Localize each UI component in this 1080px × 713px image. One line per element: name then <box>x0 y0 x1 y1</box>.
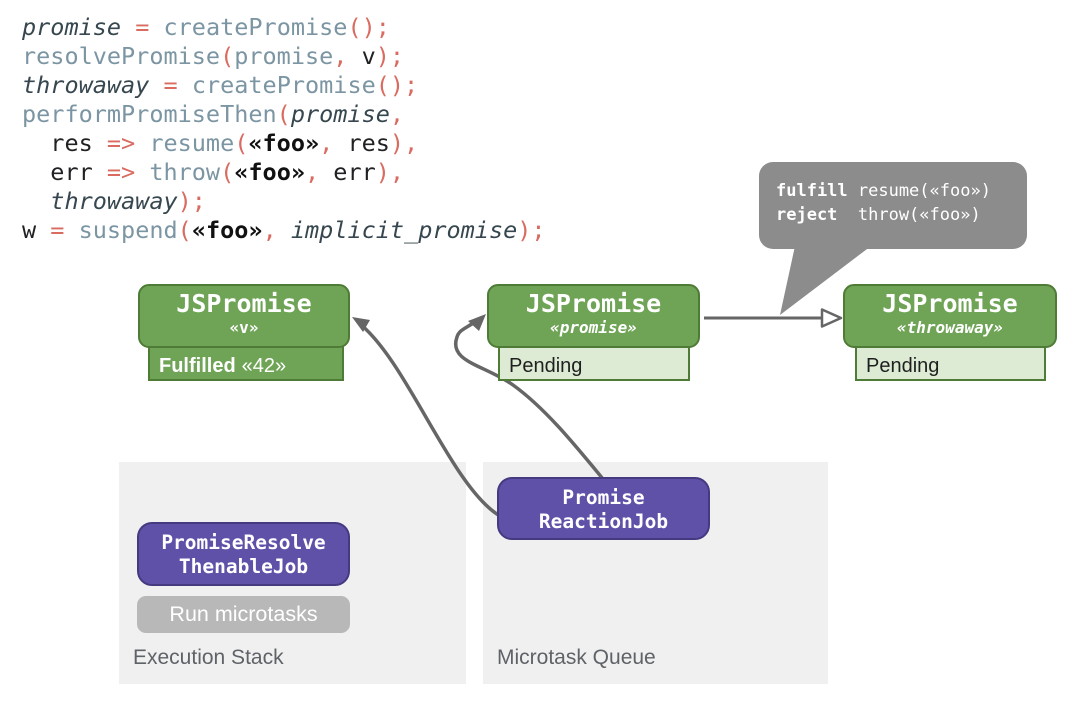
thenable-job-line1: PromiseResolve <box>161 531 326 554</box>
filled-arrowhead-icon <box>468 314 486 331</box>
microtask-queue-label: Microtask Queue <box>497 646 656 669</box>
promise-resolve-thenable-job-box: PromiseResolve ThenableJob <box>137 522 350 586</box>
reaction-job-line1: Promise <box>562 486 645 509</box>
jspromise-v-subtitle: «v» <box>229 318 259 337</box>
code-line: err => throw(«foo», err), <box>22 158 405 186</box>
bubble-fulfill-value: resume(«foo») <box>857 181 991 201</box>
filled-arrowhead-icon <box>352 317 370 332</box>
jspromise-promise-title: JSPromise <box>525 289 662 318</box>
jspromise-v-box: JSPromise «v» <box>138 284 350 348</box>
jspromise-throwaway-box: JSPromise «throwaway» <box>843 284 1057 348</box>
reaction-job-line2: ReactionJob <box>538 510 669 533</box>
code-line: resolvePromise(promise, v); <box>22 42 405 70</box>
open-arrowhead-icon <box>820 308 843 328</box>
status-bar-promise: Pending <box>498 345 690 381</box>
bubble-row-reject: reject throw(«foo») <box>776 203 1027 227</box>
bubble-reject-label: reject <box>776 205 838 225</box>
code-line: throwaway = createPromise(); <box>22 71 419 99</box>
code-snippet: promise = createPromise();resolvePromise… <box>22 13 546 245</box>
jspromise-promise-box: JSPromise «promise» <box>487 284 700 348</box>
thenable-job-line2: ThenableJob <box>178 555 309 578</box>
code-line: performPromiseThen(promise, <box>22 100 405 128</box>
status-v-value: «42» <box>241 355 287 377</box>
bubble-reject-value: throw(«foo») <box>857 205 981 225</box>
jspromise-promise-subtitle: «promise» <box>550 318 637 337</box>
status-throwaway-label: Pending <box>866 355 940 377</box>
jspromise-throwaway-subtitle: «throwaway» <box>897 318 1003 337</box>
promise-reaction-job-box: Promise ReactionJob <box>497 477 710 540</box>
status-bar-throwaway: Pending <box>855 345 1046 381</box>
bubble-fulfill-label: fulfill <box>776 181 848 201</box>
code-line: w = suspend(«foo», implicit_promise); <box>22 216 546 244</box>
status-v-label: Fulfilled <box>159 355 236 377</box>
callout-bubble: fulfill resume(«foo») reject throw(«foo») <box>759 162 1027 249</box>
bubble-row-fulfill: fulfill resume(«foo») <box>776 179 1027 203</box>
jspromise-v-title: JSPromise <box>176 289 312 318</box>
status-bar-v: Fulfilled«42» <box>148 345 344 381</box>
code-line: res => resume(«foo», res), <box>22 129 419 157</box>
jspromise-throwaway-title: JSPromise <box>882 289 1018 318</box>
run-microtasks-button: Run microtasks <box>137 596 350 633</box>
status-promise-label: Pending <box>509 355 583 377</box>
code-line: throwaway); <box>50 187 206 215</box>
execution-stack-label: Execution Stack <box>133 646 284 669</box>
code-line: promise = createPromise(); <box>22 13 390 41</box>
